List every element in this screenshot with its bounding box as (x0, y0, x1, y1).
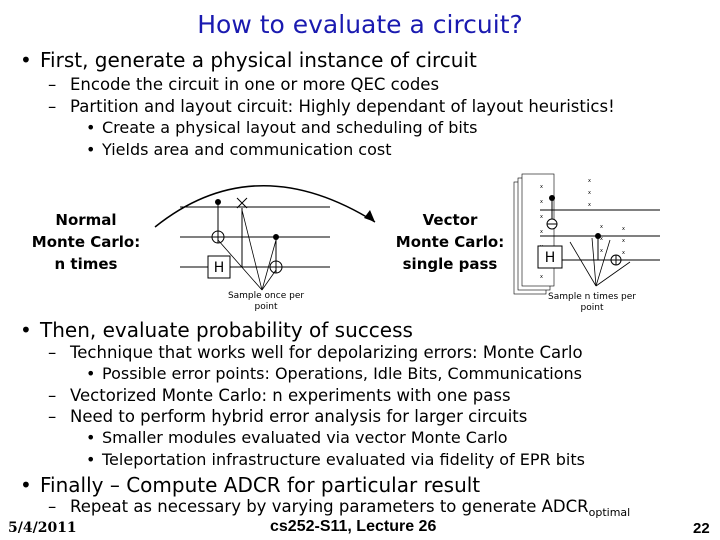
subsub-bullet-error-points: •Possible error points: Operations, Idle… (86, 364, 582, 383)
sample-mark: x (622, 238, 625, 244)
diagram-caption: Sample once per (228, 291, 304, 301)
hadamard-gate (537, 245, 563, 269)
subsub-bullet-text: Yields area and communication cost (102, 140, 392, 159)
label-line: Monte Carlo: (395, 233, 505, 251)
footer-date: 5/4/2011 (8, 520, 77, 536)
sub-bullet-text: Partition and layout circuit: Highly dep… (70, 97, 615, 116)
diagram-caption: point (255, 302, 278, 312)
subsub-bullet-layout: •Create a physical layout and scheduling… (86, 118, 478, 137)
label-line: Monte Carlo: (31, 233, 141, 251)
subsub-bullet-text: Create a physical layout and scheduling … (102, 118, 478, 137)
loop-arrow (154, 185, 376, 228)
hadamard-gate-label: H (545, 250, 556, 266)
vector-monte-carlo-diagram: x x x x x x x x x x x x x x x x H Sample… (513, 173, 660, 313)
sample-pointer (569, 241, 597, 287)
subsub-bullet-text: Smaller modules evaluated via vector Mon… (102, 428, 508, 447)
sample-pointer (591, 237, 597, 287)
arrow-head (364, 210, 375, 222)
diagram-caption: Sample n times per (548, 292, 636, 302)
sub-bullet-text: Repeat as necessary by varying parameter… (70, 497, 589, 516)
hadamard-gate (207, 255, 231, 279)
footer-page-number: 22 (693, 520, 710, 537)
normal-monte-carlo-label: Normal Monte Carlo: n times (22, 209, 150, 275)
adcr-subscript: optimal (588, 506, 631, 519)
subsub-bullet-area: •Yields area and communication cost (86, 140, 392, 159)
sample-stack (521, 173, 555, 287)
slide-title: How to evaluate a circuit? (197, 10, 523, 39)
sub-bullet-text: Encode the circuit in one or more QEC co… (70, 75, 440, 94)
sample-mark: x (600, 224, 603, 230)
sample-mark: x (540, 229, 543, 235)
sub-bullet-text: Need to perform hybrid error analysis fo… (70, 407, 528, 426)
vector-monte-carlo-label: Vector Monte Carlo: single pass (380, 209, 520, 275)
sample-pointer (261, 269, 277, 291)
sample-mark: x (540, 214, 543, 220)
label-line: single pass (402, 255, 498, 273)
sub-bullet-encode: –Encode the circuit in one or more QEC c… (48, 75, 440, 94)
sample-mark: x (540, 274, 543, 280)
sample-mark: x (600, 236, 603, 242)
subsub-bullet-smaller-modules: •Smaller modules evaluated via vector Mo… (86, 428, 508, 447)
subsub-bullet-text: Possible error points: Operations, Idle … (102, 364, 582, 383)
bullet-text: Then, evaluate probability of success (40, 318, 413, 342)
sub-bullet-text: Vectorized Monte Carlo: n experiments wi… (70, 386, 511, 405)
sample-pointer (595, 239, 611, 287)
bullet-evaluate: •Then, evaluate probability of success (20, 318, 413, 342)
sample-mark: x (540, 199, 543, 205)
bullet-finally: •Finally – Compute ADCR for particular r… (20, 473, 481, 497)
label-line: n times (54, 255, 118, 273)
sample-pointer (595, 261, 631, 287)
bullet-generate: •First, generate a physical instance of … (20, 48, 477, 72)
sample-pointer (217, 239, 263, 291)
label-line: Vector (422, 211, 478, 229)
sub-bullet-vectorized: –Vectorized Monte Carlo: n experiments w… (48, 386, 511, 405)
sample-mark: x (540, 184, 543, 190)
bullet-text: Finally – Compute ADCR for particular re… (40, 473, 481, 497)
sample-mark: x (588, 178, 591, 184)
normal-monte-carlo-diagram: H Sample once per point (154, 185, 376, 312)
sub-bullet-text: Technique that works well for depolarizi… (70, 343, 583, 362)
footer-lecture: cs252-S11, Lecture 26 (270, 518, 437, 535)
label-line: Normal (55, 211, 117, 229)
subsub-bullet-text: Teleportation infrastructure evaluated v… (102, 450, 585, 469)
diagram-caption: point (581, 303, 604, 313)
control-dot (215, 199, 221, 205)
sample-mark: x (622, 250, 625, 256)
sub-bullet-repeat: –Repeat as necessary by varying paramete… (48, 497, 631, 519)
swap-x-icon (236, 197, 248, 209)
sample-pointer (241, 209, 263, 291)
bullet-text: First, generate a physical instance of c… (40, 48, 477, 72)
hadamard-gate-label: H (214, 260, 225, 276)
sample-pointer (261, 239, 277, 291)
sample-mark: x (588, 202, 591, 208)
subsub-bullet-teleportation: •Teleportation infrastructure evaluated … (86, 450, 585, 469)
sample-mark: x (622, 226, 625, 232)
sub-bullet-hybrid: –Need to perform hybrid error analysis f… (48, 407, 528, 426)
sub-bullet-technique: –Technique that works well for depolariz… (48, 343, 583, 362)
sample-mark: x (588, 190, 591, 196)
sub-bullet-partition: –Partition and layout circuit: Highly de… (48, 97, 615, 116)
sample-mark: x (600, 248, 603, 254)
